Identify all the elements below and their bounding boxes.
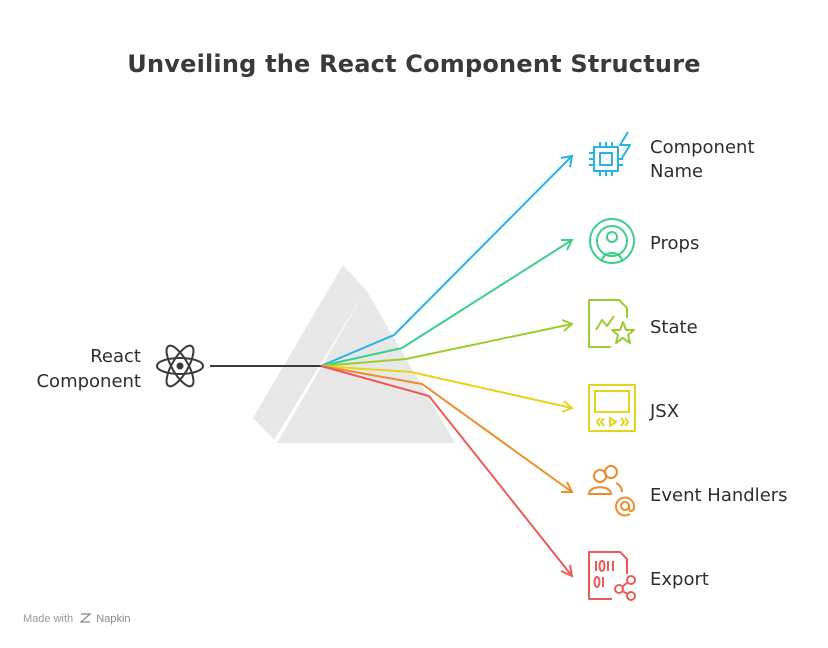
diagram-title: Unveiling the React Component Structure bbox=[127, 50, 701, 78]
beam-props bbox=[320, 239, 574, 367]
users-at-icon bbox=[587, 465, 636, 517]
binary-share-icon bbox=[588, 551, 636, 601]
prism bbox=[253, 265, 455, 443]
label-jsx: JSX bbox=[649, 401, 679, 422]
player-window-icon bbox=[588, 384, 636, 432]
label-component-name-line2: Name bbox=[650, 161, 703, 182]
made-with-text: Made with bbox=[23, 613, 74, 625]
label-props: Props bbox=[650, 233, 699, 254]
napkin-brand: Napkin bbox=[96, 613, 131, 625]
chart-star-icon bbox=[588, 299, 635, 348]
chip-bolt-icon bbox=[589, 131, 631, 176]
user-broadcast-icon bbox=[589, 218, 635, 264]
beam-export bbox=[320, 365, 574, 578]
beam-state bbox=[320, 319, 574, 367]
atom-icon bbox=[156, 344, 204, 388]
source-label-line1: React bbox=[90, 346, 141, 367]
label-state: State bbox=[650, 317, 698, 338]
label-component-name-line1: Component bbox=[650, 137, 755, 158]
beam-component-name bbox=[320, 154, 574, 367]
beam-event-handlers bbox=[320, 365, 574, 493]
footer-credit: Made with Napkin bbox=[23, 613, 131, 625]
napkin-logo-icon bbox=[79, 613, 93, 623]
label-event-handlers: Event Handlers bbox=[650, 485, 788, 506]
beam-jsx bbox=[320, 365, 574, 413]
label-export: Export bbox=[650, 569, 709, 590]
source-label-line2: Component bbox=[36, 371, 141, 392]
